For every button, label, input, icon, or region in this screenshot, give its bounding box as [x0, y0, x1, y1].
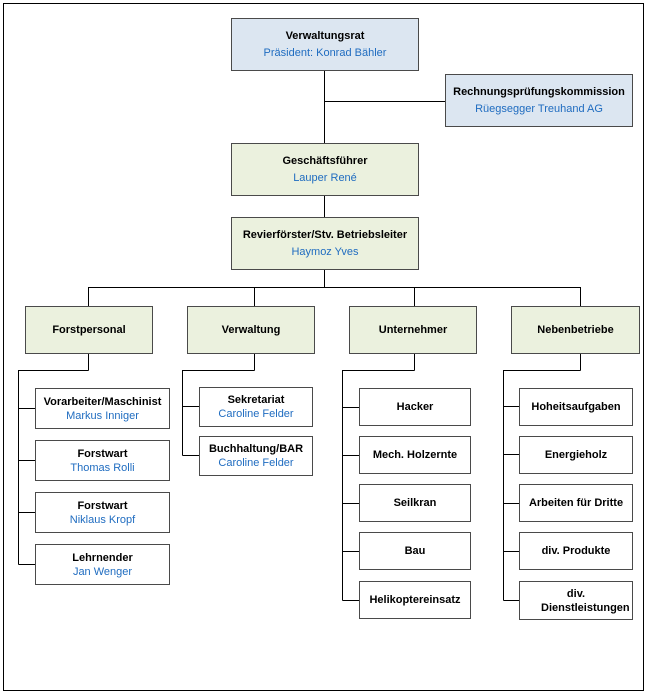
staff-name: Caroline Felder: [218, 408, 294, 420]
side-business-label: Arbeiten für Dritte: [528, 497, 624, 509]
staff-role: Buchhaltung/BAR: [208, 443, 304, 455]
board-name: Präsident: Konrad Bähler: [263, 47, 387, 59]
department-title: Unternehmer: [378, 324, 448, 336]
contractor-label: Helikoptereinsatz: [369, 594, 461, 606]
staff-box: Lehrnender Jan Wenger: [35, 544, 170, 585]
side-business-label: Hoheitsaufgaben: [531, 401, 621, 413]
staff-role: Vorarbeiter/Maschinist: [43, 395, 162, 408]
audit-box: Rechnungsprüfungskommission Rüegsegger T…: [445, 74, 633, 127]
forester-box: Revierförster/Stv. Betriebsleiter Haymoz…: [231, 217, 419, 270]
staff-name: Markus Inniger: [66, 409, 139, 422]
department-title: Verwaltung: [221, 324, 281, 336]
side-business-label: div. Produkte: [541, 545, 611, 557]
side-business-label: div. Dienstleistungen: [541, 587, 630, 614]
forester-name: Haymoz Yves: [291, 246, 359, 258]
staff-box: Forstwart Niklaus Kropf: [35, 492, 170, 533]
side-business-box: Energieholz: [519, 436, 633, 474]
staff-name: Jan Wenger: [72, 565, 133, 578]
audit-title: Rechnungsprüfungskommission: [453, 86, 625, 98]
contractor-box: Bau: [359, 532, 471, 570]
contractor-box: Hacker: [359, 388, 471, 426]
staff-role: Forstwart: [77, 447, 128, 460]
audit-name: Rüegsegger Treuhand AG: [475, 103, 603, 115]
contractor-label: Mech. Holzernte: [372, 449, 458, 461]
side-business-box: div. Dienstleistungen: [519, 581, 633, 620]
contractor-box: Helikoptereinsatz: [359, 581, 471, 619]
department-verwaltung: Verwaltung: [187, 306, 315, 354]
side-business-box: Arbeiten für Dritte: [519, 484, 633, 522]
board-box: Verwaltungsrat Präsident: Konrad Bähler: [231, 18, 419, 71]
board-title: Verwaltungsrat: [285, 30, 365, 42]
staff-box: Forstwart Thomas Rolli: [35, 440, 170, 481]
department-title: Forstpersonal: [52, 324, 126, 336]
staff-box: Buchhaltung/BAR Caroline Felder: [199, 436, 313, 476]
staff-box: Sekretariat Caroline Felder: [199, 387, 313, 427]
contractor-box: Mech. Holzernte: [359, 436, 471, 474]
contractor-label: Bau: [404, 545, 426, 557]
side-business-box: div. Produkte: [519, 532, 633, 570]
department-title: Nebenbetriebe: [537, 324, 614, 336]
staff-box: Vorarbeiter/Maschinist Markus Inniger: [35, 388, 170, 429]
side-business-label: Energieholz: [544, 449, 608, 461]
staff-role: Lehrnender: [72, 551, 133, 564]
staff-role: Sekretariat: [227, 394, 285, 406]
department-unternehmer: Unternehmer: [349, 306, 477, 354]
department-nebenbetriebe: Nebenbetriebe: [511, 306, 640, 354]
side-business-box: Hoheitsaufgaben: [519, 388, 633, 426]
staff-name: Thomas Rolli: [70, 461, 135, 474]
forester-title: Revierförster/Stv. Betriebsleiter: [242, 229, 408, 241]
manager-box: Geschäftsführer Lauper René: [231, 143, 419, 196]
manager-title: Geschäftsführer: [282, 155, 368, 167]
contractor-box: Seilkran: [359, 484, 471, 522]
contractor-label: Seilkran: [393, 497, 437, 509]
staff-role: Forstwart: [77, 499, 128, 512]
department-forstpersonal: Forstpersonal: [25, 306, 153, 354]
manager-name: Lauper René: [293, 172, 357, 184]
org-chart-frame: [3, 3, 644, 691]
contractor-label: Hacker: [396, 401, 434, 413]
staff-name: Niklaus Kropf: [69, 513, 136, 526]
staff-name: Caroline Felder: [218, 457, 294, 469]
